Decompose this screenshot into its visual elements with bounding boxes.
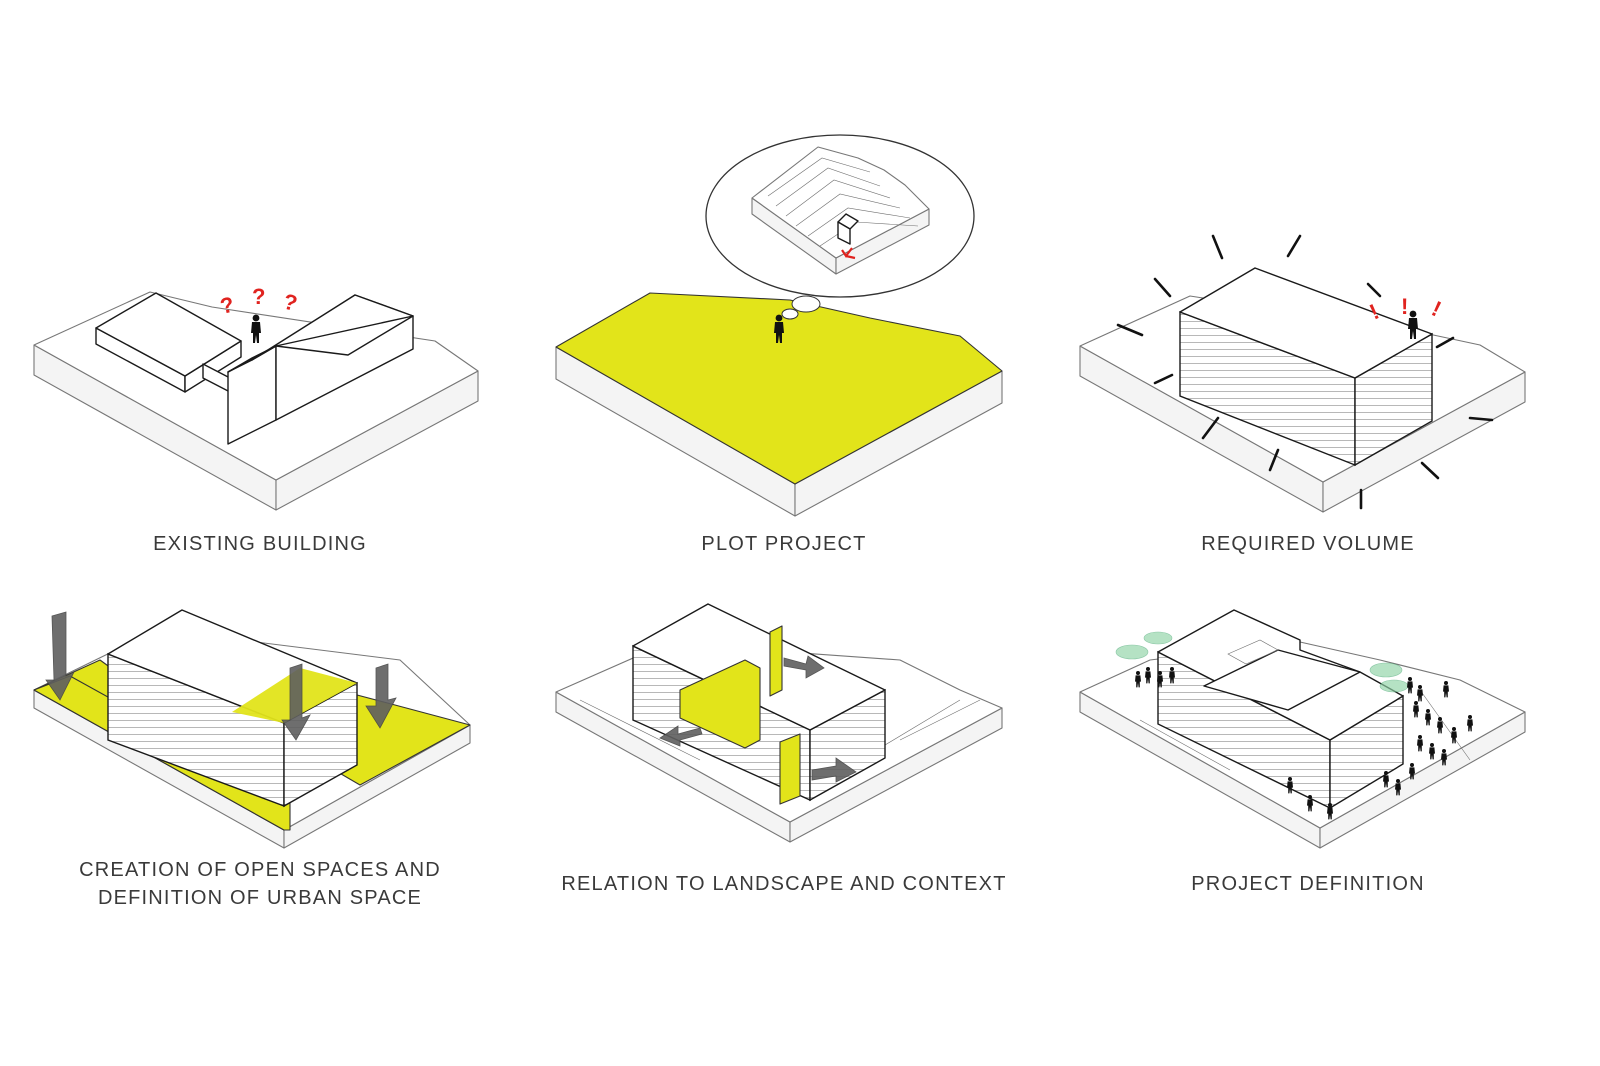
cut-out-upper (769, 625, 783, 697)
plot-surface (555, 292, 1003, 485)
context-volume (632, 603, 886, 805)
courtyard-void (679, 659, 761, 749)
trees (1115, 631, 1409, 693)
caption-required-volume: REQUIRED VOLUME (1201, 533, 1415, 555)
caption-project-definition: PROJECT DEFINITION (1191, 873, 1425, 895)
required-volume-block (1179, 267, 1433, 467)
existing-block-left (95, 292, 242, 393)
tree-icon (1115, 644, 1149, 660)
arrow-left-icon (659, 725, 703, 747)
exclamation-mark: ! (1401, 294, 1408, 319)
exclamation-mark: ! (1428, 296, 1445, 322)
question-mark: ? (218, 292, 236, 319)
caption-open-spaces: CREATION OF OPEN SPACES AND DEFINITION O… (79, 859, 441, 909)
tree-icon (1369, 662, 1403, 678)
topography-model (751, 146, 930, 275)
question-mark: ? (252, 284, 265, 309)
thought-bubble (705, 134, 975, 320)
tree-icon (1379, 679, 1409, 693)
tree-icon (1143, 631, 1173, 645)
open-spaces-volume (107, 609, 358, 808)
arrow-right-icon (783, 655, 825, 679)
panel-required-volume: ! ! ! (1079, 234, 1526, 513)
direction-arrows (659, 655, 857, 783)
panel-project-definition (1079, 609, 1526, 849)
question-mark: ? (281, 289, 300, 317)
plot-base (555, 292, 1003, 517)
caption-plot-project: PLOT PROJECT (701, 533, 867, 555)
emphasis-strokes (1116, 234, 1494, 510)
arrow-down-icon (45, 611, 75, 701)
panel-existing-building: ? ? ? (33, 284, 479, 511)
panel-landscape-context (555, 603, 1003, 843)
arrow-down-icon (365, 663, 397, 729)
arrow-right-icon (811, 757, 857, 783)
panel-open-spaces (33, 609, 471, 849)
arrow-down-icon (281, 663, 311, 741)
down-arrows (45, 611, 397, 741)
panel-plot-project (555, 134, 1003, 517)
cut-out-lower (779, 733, 801, 805)
existing-block-right-gabled (227, 294, 414, 445)
caption-existing-building: EXISTING BUILDING (153, 533, 367, 555)
caption-landscape-context: RELATION TO LANDSCAPE AND CONTEXT (561, 873, 1007, 895)
project-volume (1157, 609, 1404, 810)
